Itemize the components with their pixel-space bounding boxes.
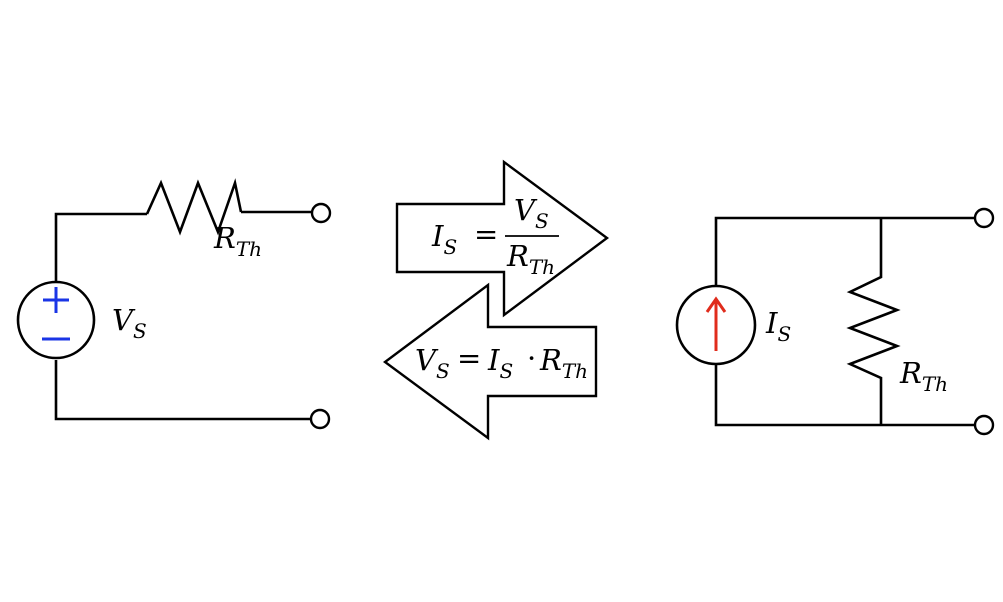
current-source	[675, 284, 757, 366]
voltage-source-label: VS	[112, 303, 147, 343]
svg-text:VS: VS	[415, 343, 450, 383]
norton-current-equation: IS = VS RTh	[431, 193, 559, 279]
norton-resistor-label: RTh	[899, 356, 948, 396]
thevenin-terminal-bottom	[309, 408, 331, 430]
thevenin-bottom-wire	[54, 360, 311, 421]
voltage-source-plus-icon	[43, 287, 69, 313]
voltage-source	[16, 280, 96, 360]
thevenin-terminal-top	[310, 202, 332, 224]
thevenin-circuit: RTh VS	[16, 178, 332, 430]
norton-top-wire	[714, 216, 975, 286]
svg-text:=: =	[474, 217, 498, 251]
svg-text:IS: IS	[431, 219, 457, 259]
svg-text:RTh: RTh	[539, 343, 588, 383]
svg-text:VS: VS	[514, 193, 549, 233]
norton-circuit: IS RTh	[675, 207, 995, 436]
to-norton-arrow	[395, 159, 610, 318]
svg-text:IS: IS	[487, 343, 513, 383]
norton-terminal-top	[973, 207, 995, 229]
thevenin-resistor	[145, 178, 243, 236]
norton-resistor	[846, 218, 901, 425]
thevenin-voltage-equation: VS = IS · RTh	[415, 341, 588, 383]
thevenin-resistor-label: RTh	[213, 221, 262, 261]
svg-text:·: ·	[527, 341, 536, 375]
thevenin-top-wire-left	[54, 212, 147, 282]
conversion-arrows: IS = VS RTh VS = IS · RTh	[382, 159, 610, 441]
current-source-arrow-icon	[705, 296, 727, 351]
current-source-label: IS	[765, 306, 791, 346]
svg-text:=: =	[457, 341, 481, 375]
norton-terminal-bottom	[973, 414, 995, 436]
norton-bottom-wire	[714, 363, 975, 427]
svg-text:RTh: RTh	[506, 239, 555, 279]
to-thevenin-arrow	[382, 282, 598, 441]
